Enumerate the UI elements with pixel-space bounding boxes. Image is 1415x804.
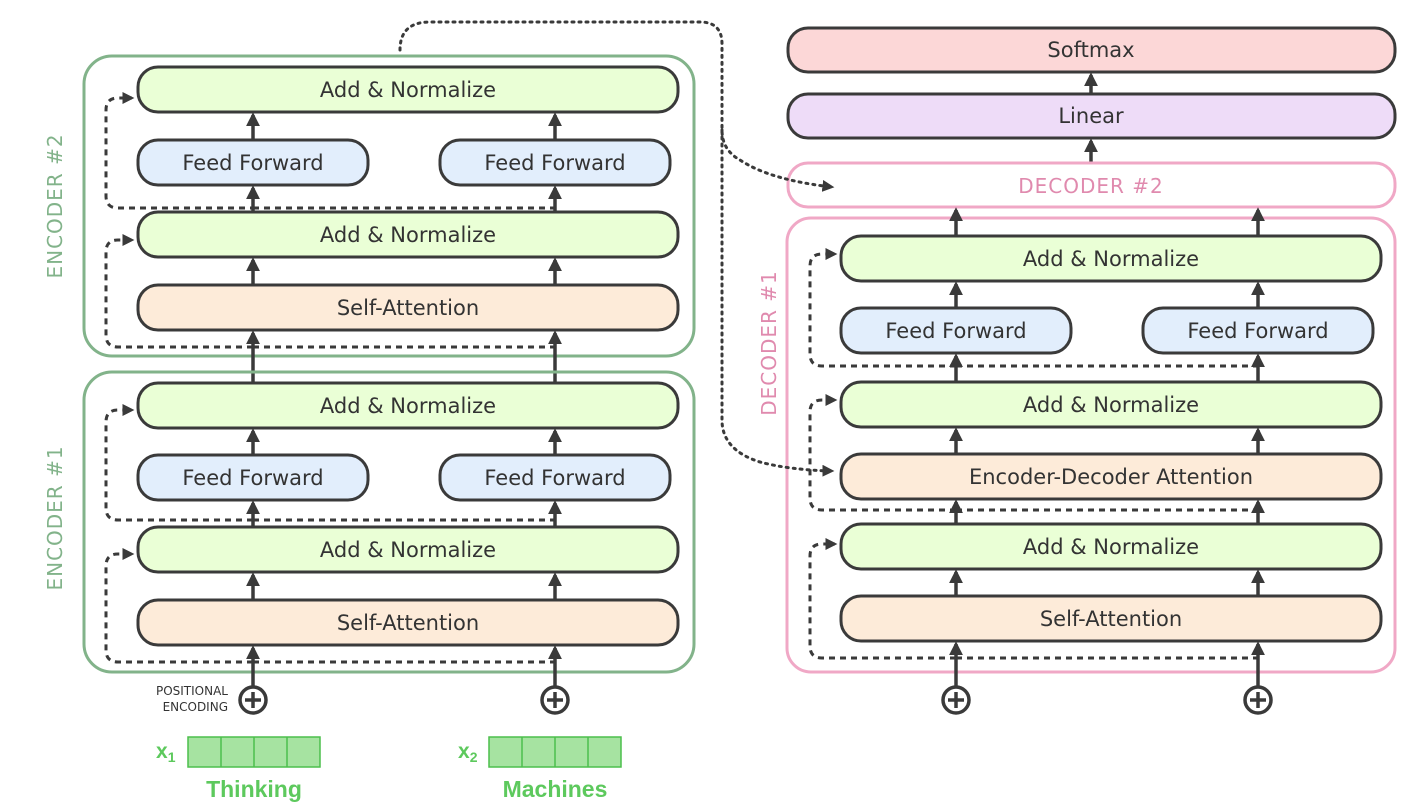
encoder-2-feed-forward-left-label: Feed Forward bbox=[182, 151, 323, 175]
encoder-1-self-attention-label: Self-Attention bbox=[337, 611, 479, 635]
decoder-1-self-attention bbox=[839, 594, 1383, 643]
encoder-1-add-normalize-mid-label: Add & Normalize bbox=[320, 538, 496, 562]
decoder-1-add-normalize-mid bbox=[839, 380, 1383, 429]
encoder-2-self-attention bbox=[136, 283, 680, 332]
encoder-1-label: ENCODER #1 bbox=[43, 445, 67, 590]
encoder-2-frame bbox=[82, 54, 696, 358]
encoder-2-add-normalize-top bbox=[136, 65, 680, 114]
encoder-2-feed-forward-right-label: Feed Forward bbox=[484, 151, 625, 175]
decoder-1-add-normalize-bottom-label: Add & Normalize bbox=[1023, 535, 1199, 559]
decoder-1-frame bbox=[785, 216, 1397, 674]
encoder-1: ENCODER #1 Add & Normalize Feed Forward … bbox=[43, 370, 696, 686]
decoder-1-encoder-decoder-attention-label: Encoder-Decoder Attention bbox=[969, 465, 1253, 489]
decoder-1-residuals bbox=[808, 248, 1258, 660]
encoder-1-frame bbox=[82, 370, 696, 674]
input-1-symbol: x1 bbox=[156, 740, 176, 765]
decoder-1-arrows bbox=[949, 207, 1265, 686]
decoder-1-feed-forward-left-label: Feed Forward bbox=[885, 319, 1026, 343]
encoder-1-add-normalize-top bbox=[136, 381, 680, 430]
encoder-2: ENCODER #2 Add & Normalize Feed Forward … bbox=[43, 54, 696, 382]
decoder-1-add-normalize-top bbox=[839, 234, 1383, 283]
encoder-2-add-normalize-mid-label: Add & Normalize bbox=[320, 223, 496, 247]
circle-plus-icon bbox=[1243, 685, 1273, 715]
positional-encoding-label-line2: ENCODING bbox=[163, 700, 228, 714]
encoder-1-add-normalize-top-label: Add & Normalize bbox=[320, 394, 496, 418]
decoder-2-label: DECODER #2 bbox=[1018, 174, 1164, 198]
encoder-2-add-normalize-top-label: Add & Normalize bbox=[320, 78, 496, 102]
encoder-1-feed-forward-right-label: Feed Forward bbox=[484, 466, 625, 490]
decoder-1-encoder-decoder-attention bbox=[839, 452, 1383, 501]
encoder-2-residuals bbox=[104, 92, 557, 349]
encoder-1-self-attention bbox=[136, 598, 680, 647]
input-1-word: Thinking bbox=[206, 776, 302, 802]
decoder-1-add-normalize-top-label: Add & Normalize bbox=[1023, 247, 1199, 271]
softmax-label: Softmax bbox=[1047, 38, 1134, 62]
encoder-1-arrows bbox=[246, 428, 562, 686]
input-2-embedding bbox=[488, 736, 622, 768]
encoder-1-residuals bbox=[104, 404, 557, 664]
encoder-2-add-normalize-mid bbox=[136, 210, 680, 259]
decoder-1-add-normalize-bottom bbox=[839, 522, 1383, 571]
decoder-stack: Softmax Linear DECODER #2 DECODER #1 Add… bbox=[757, 26, 1397, 715]
input-2-symbol: x2 bbox=[458, 740, 478, 765]
decoder-1-self-attention-label: Self-Attention bbox=[1040, 607, 1182, 631]
encoder-2-arrows bbox=[246, 112, 562, 382]
circle-plus-icon bbox=[540, 685, 570, 715]
input-2-word: Machines bbox=[503, 776, 608, 802]
decoder-1-feed-forward-right-label: Feed Forward bbox=[1187, 319, 1328, 343]
encoder-1-feed-forward-left-label: Feed Forward bbox=[182, 466, 323, 490]
input-1-embedding bbox=[187, 736, 321, 768]
linear-label: Linear bbox=[1058, 104, 1124, 128]
encoder-inputs: POSITIONAL ENCODING x1 Thinking x2 bbox=[156, 684, 622, 802]
circle-plus-icon bbox=[238, 685, 268, 715]
encoder-2-label: ENCODER #2 bbox=[43, 133, 67, 278]
softmax-block bbox=[786, 26, 1397, 74]
circle-plus-icon bbox=[941, 685, 971, 715]
encoder-1-add-normalize-mid bbox=[136, 525, 680, 574]
decoder-1-label: DECODER #1 bbox=[757, 270, 781, 416]
decoder-2-block bbox=[786, 161, 1397, 209]
encoder-output-connections bbox=[398, 20, 835, 477]
positional-encoding-label-line1: POSITIONAL bbox=[156, 684, 228, 698]
decoder-1-add-normalize-mid-label: Add & Normalize bbox=[1023, 393, 1199, 417]
encoder-2-self-attention-label: Self-Attention bbox=[337, 296, 479, 320]
